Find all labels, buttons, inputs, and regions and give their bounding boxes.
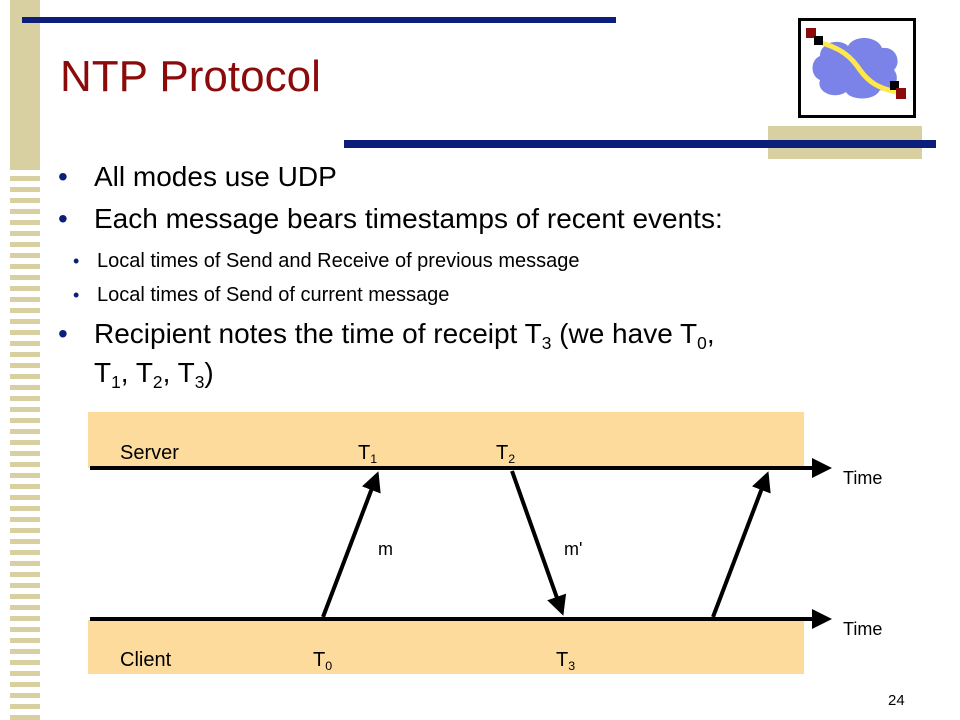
stripe-line bbox=[10, 517, 40, 522]
logo-node-top-red bbox=[806, 28, 816, 38]
stripe-line bbox=[10, 616, 40, 621]
stripe-line bbox=[10, 594, 40, 599]
stripe-line bbox=[10, 264, 40, 269]
stripe-line bbox=[10, 605, 40, 610]
stripe-line bbox=[10, 440, 40, 445]
logo-node-bottom-red bbox=[896, 88, 906, 99]
stripe-line bbox=[10, 385, 40, 390]
left-stripe-decoration bbox=[10, 0, 40, 720]
stripe-line bbox=[10, 693, 40, 698]
stripe-line bbox=[10, 374, 40, 379]
bullet-text: Each message bears timestamps of recent … bbox=[94, 203, 723, 234]
stripe-line bbox=[10, 363, 40, 368]
stripe-line bbox=[10, 660, 40, 665]
stripe-line bbox=[10, 704, 40, 709]
logo-node-top-black bbox=[814, 36, 823, 45]
time-label-client: Time bbox=[843, 619, 883, 639]
bullet-item: • All modes use UDP bbox=[58, 158, 938, 196]
stripe-line bbox=[10, 649, 40, 654]
sub-bullet-dot-icon: • bbox=[73, 285, 80, 305]
stripe-line bbox=[10, 330, 40, 335]
stripe-line bbox=[10, 407, 40, 412]
t1-label: T1 bbox=[358, 442, 378, 466]
stripe-line bbox=[10, 583, 40, 588]
stripe-line bbox=[10, 253, 40, 258]
stripe-line bbox=[10, 462, 40, 467]
sub-bullet-item: • Local times of Send of current message bbox=[58, 278, 938, 312]
bullet-dot-icon: • bbox=[58, 203, 68, 234]
sub-bullet-dot-icon: • bbox=[73, 251, 80, 271]
stripe-line bbox=[10, 495, 40, 500]
stripe-line bbox=[10, 286, 40, 291]
stripe-line bbox=[10, 550, 40, 555]
next-message-arrow bbox=[711, 471, 771, 618]
stripe-line bbox=[10, 220, 40, 225]
stripe-line bbox=[10, 231, 40, 236]
stripe-line bbox=[10, 473, 40, 478]
stripe-line bbox=[10, 561, 40, 566]
bullet-list: • All modes use UDP • Each message bears… bbox=[58, 158, 938, 394]
server-band bbox=[88, 412, 804, 468]
stripe-line bbox=[10, 209, 40, 214]
message-m-prime-arrow bbox=[510, 470, 567, 616]
stripe-line bbox=[10, 198, 40, 203]
bullet-dot-icon: • bbox=[58, 318, 68, 349]
stripe-line bbox=[10, 638, 40, 643]
bullet-text: All modes use UDP bbox=[94, 161, 337, 192]
logo-node-bottom-black bbox=[890, 81, 899, 90]
bullet-dot-icon: • bbox=[58, 161, 68, 192]
client-label: Client bbox=[120, 649, 172, 671]
server-label: Server bbox=[120, 442, 179, 464]
sub-bullet-item: • Local times of Send and Receive of pre… bbox=[58, 244, 938, 278]
stripe-line bbox=[10, 242, 40, 247]
stripe-line bbox=[10, 418, 40, 423]
bullet-item: • Each message bears timestamps of recen… bbox=[58, 200, 938, 312]
stripe-line bbox=[10, 187, 40, 192]
stripe-line bbox=[10, 539, 40, 544]
t2-label: T2 bbox=[496, 442, 516, 466]
sub-bullet-list: • Local times of Send and Receive of pre… bbox=[58, 244, 938, 312]
divider-navy-bar bbox=[344, 140, 936, 148]
message-m-arrow bbox=[321, 471, 381, 618]
sub-bullet-text: Local times of Send and Receive of previ… bbox=[97, 250, 580, 272]
stripe-line bbox=[10, 176, 40, 181]
message-m-prime-label: m' bbox=[564, 539, 583, 559]
slide-title: NTP Protocol bbox=[60, 52, 321, 101]
bullet-text: Recipient notes the time of receipt T3 (… bbox=[94, 318, 715, 392]
stripe-line bbox=[10, 297, 40, 302]
stripe-line bbox=[10, 308, 40, 313]
stripe-line bbox=[10, 341, 40, 346]
stripe-line bbox=[10, 484, 40, 489]
bullet-item: • Recipient notes the time of receipt T3… bbox=[58, 316, 938, 394]
sub-bullet-text: Local times of Send of current message bbox=[97, 284, 450, 306]
stripe-line bbox=[10, 715, 40, 720]
stripe-line bbox=[10, 352, 40, 357]
client-band bbox=[88, 620, 804, 674]
time-label-server: Time bbox=[843, 468, 883, 488]
stripe-line bbox=[10, 572, 40, 577]
stripe-line bbox=[10, 506, 40, 511]
page-number: 24 bbox=[888, 692, 905, 709]
top-navy-bar bbox=[22, 17, 616, 23]
stripe-line bbox=[10, 396, 40, 401]
stripe-line bbox=[10, 319, 40, 324]
stripe-line bbox=[10, 528, 40, 533]
stripe-line bbox=[10, 671, 40, 676]
stripe-line bbox=[10, 682, 40, 687]
t0-label: T0 bbox=[313, 649, 333, 673]
t3-label: T3 bbox=[556, 649, 576, 673]
stripe-line bbox=[10, 429, 40, 434]
stripe-line bbox=[10, 451, 40, 456]
network-cloud-logo bbox=[798, 18, 916, 118]
stripe-line bbox=[10, 627, 40, 632]
message-m-label: m bbox=[378, 539, 393, 559]
stripe-line bbox=[10, 275, 40, 280]
